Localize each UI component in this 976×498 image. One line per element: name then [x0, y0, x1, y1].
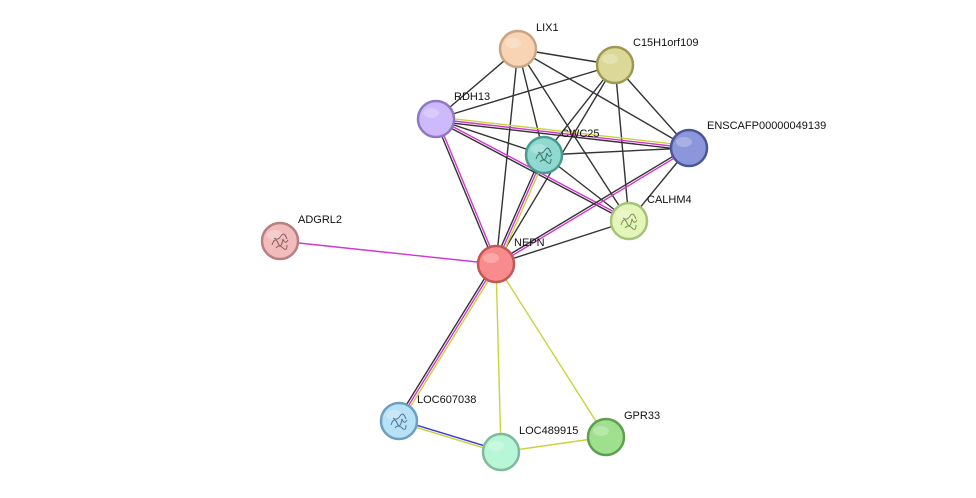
node-loc489915[interactable]: LOC489915 — [481, 425, 578, 472]
node-highlight — [488, 441, 504, 451]
node-label: ENSCAFP00000049139 — [707, 120, 826, 132]
node-highlight — [593, 426, 609, 436]
edge-evidence-line — [517, 48, 690, 149]
node-highlight — [676, 137, 692, 147]
edge-evidence-line — [434, 119, 496, 265]
node-loc607038[interactable]: LOC607038 — [379, 394, 476, 441]
edge-evidence-line — [435, 118, 690, 149]
edge-evidence-line — [495, 263, 502, 453]
node-label: LOC489915 — [519, 425, 578, 437]
protein-structure-icon — [390, 413, 408, 430]
node-circle — [586, 417, 626, 457]
node-label: CWC25 — [561, 128, 600, 140]
node-rdh13[interactable]: RDH13 — [416, 91, 490, 139]
edge-lix1-enscafp00000049139[interactable] — [517, 48, 690, 149]
edge-evidence-line — [497, 155, 547, 266]
edge-evidence-line — [543, 147, 690, 156]
node-circle — [476, 244, 516, 284]
edge-rdh13-nepn[interactable] — [434, 118, 498, 265]
node-highlight — [483, 253, 499, 263]
edge-rdh13-enscafp00000049139[interactable] — [435, 116, 690, 151]
node-circle — [595, 45, 635, 85]
node-lix1[interactable]: LIX1 — [498, 22, 559, 69]
node-circle — [609, 201, 649, 241]
edge-enscafp00000049139-nepn[interactable] — [495, 146, 690, 266]
node-calhm4[interactable]: CALHM4 — [609, 194, 692, 241]
edge-evidence-line — [493, 153, 543, 264]
node-circle — [498, 29, 538, 69]
protein-structure-icon-glyph — [390, 413, 408, 430]
edge-calhm4-nepn[interactable] — [495, 220, 630, 265]
node-label: GPR33 — [624, 410, 660, 422]
node-circle — [524, 135, 564, 175]
protein-structure-icon-glyph — [271, 233, 289, 250]
node-circle — [260, 221, 300, 261]
edge-evidence-line — [398, 263, 497, 422]
protein-structure-icon — [535, 147, 553, 164]
node-label: NEPN — [514, 237, 545, 249]
edge-nepn-gpr33[interactable] — [495, 263, 607, 438]
node-adgrl2[interactable]: ADGRL2 — [260, 214, 342, 261]
edge-nepn-loc607038[interactable] — [396, 262, 499, 423]
edge-evidence-line — [495, 48, 519, 265]
edge-evidence-line — [435, 64, 616, 120]
node-highlight — [386, 410, 402, 420]
edge-evidence-line — [396, 262, 495, 421]
node-highlight — [267, 230, 283, 240]
edge-nepn-loc489915[interactable] — [495, 263, 502, 453]
node-label: LOC607038 — [417, 394, 476, 406]
node-highlight — [531, 144, 547, 154]
edge-evidence-line — [400, 264, 499, 423]
node-nepn[interactable]: NEPN — [476, 237, 545, 284]
node-circle — [669, 128, 709, 168]
node-highlight — [616, 210, 632, 220]
node-gpr33[interactable]: GPR33 — [586, 410, 660, 457]
edge-evidence-line — [436, 118, 498, 264]
edge-c15h1orf109-rdh13[interactable] — [435, 64, 616, 120]
edge-adgrl2-nepn[interactable] — [279, 240, 497, 265]
edge-cwc25-nepn[interactable] — [493, 153, 547, 266]
protein-structure-icon-glyph — [620, 213, 638, 230]
edge-evidence-line — [279, 240, 497, 265]
node-enscafp00000049139[interactable]: ENSCAFP00000049139 — [669, 120, 826, 168]
node-label: ADGRL2 — [298, 214, 342, 226]
protein-structure-icon — [271, 233, 289, 250]
node-circle — [379, 401, 419, 441]
node-highlight — [602, 54, 618, 64]
edge-evidence-line — [435, 120, 689, 151]
node-circle — [481, 432, 521, 472]
protein-structure-icon-glyph — [535, 147, 553, 164]
edge-evidence-line — [495, 263, 607, 438]
node-highlight — [505, 38, 521, 48]
edge-evidence-line — [495, 146, 689, 264]
node-label: CALHM4 — [647, 194, 692, 206]
node-label: RDH13 — [454, 91, 490, 103]
edge-cwc25-enscafp00000049139[interactable] — [543, 147, 690, 156]
node-cwc25[interactable]: CWC25 — [524, 128, 600, 175]
protein-structure-icon — [620, 213, 638, 230]
edge-evidence-line — [495, 220, 630, 265]
edge-evidence-line — [496, 148, 690, 266]
node-label: C15H1orf109 — [633, 37, 698, 49]
node-highlight — [423, 108, 439, 118]
edge-evidence-line — [495, 154, 545, 265]
edge-lix1-nepn[interactable] — [495, 48, 519, 265]
edge-evidence-line — [436, 116, 690, 147]
node-label: LIX1 — [536, 22, 559, 34]
node-circle — [416, 99, 456, 139]
node-c15h1orf109[interactable]: C15H1orf109 — [595, 37, 698, 85]
